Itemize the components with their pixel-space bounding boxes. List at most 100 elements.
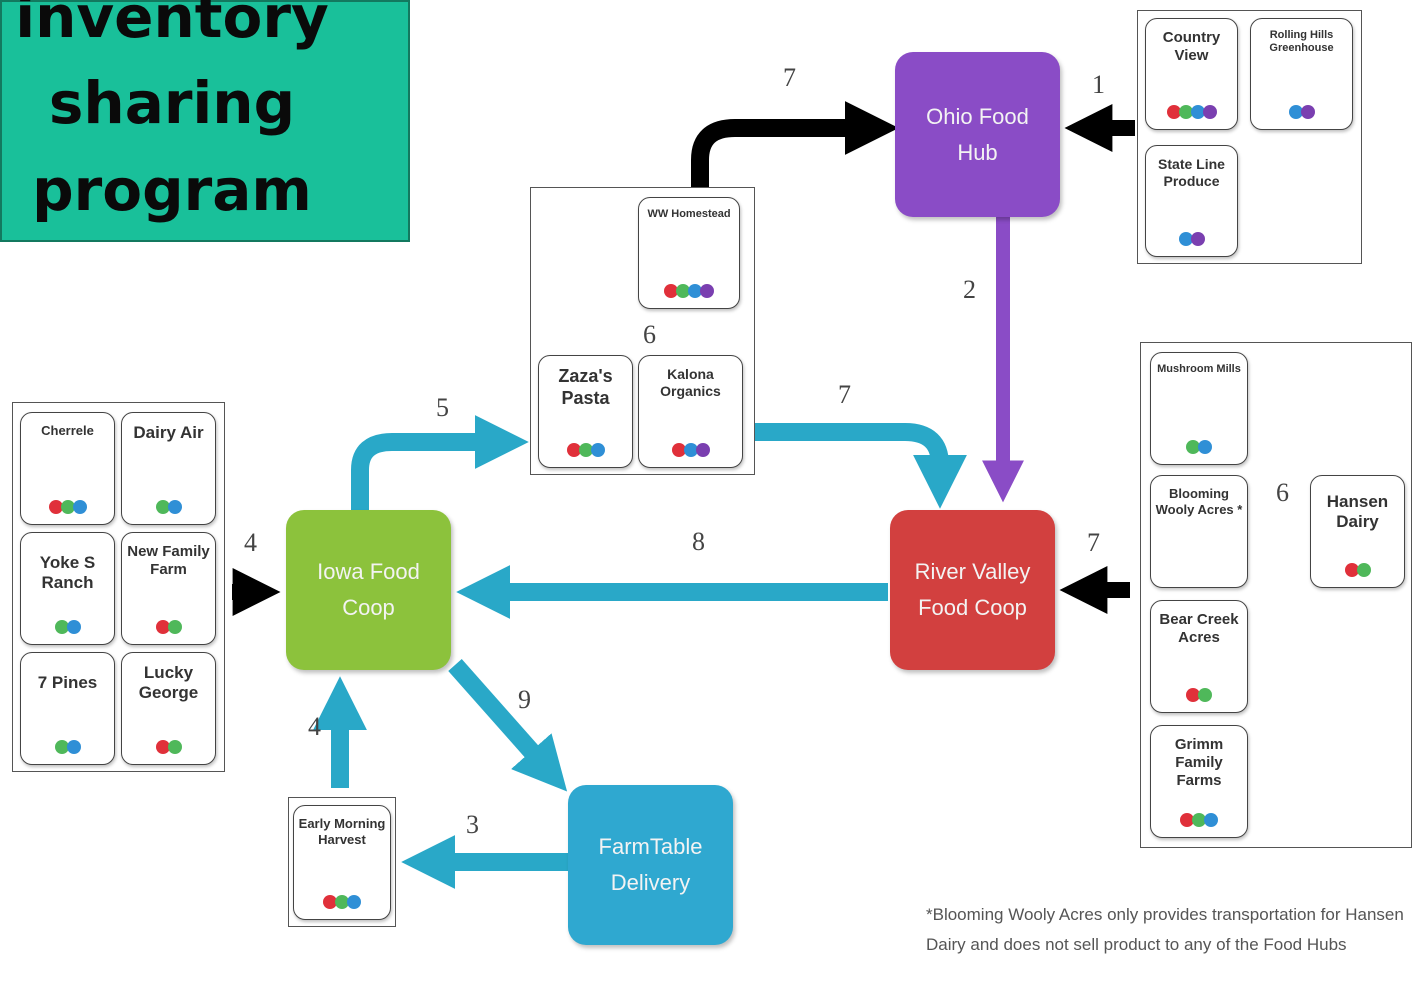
product-dot-blue bbox=[66, 620, 81, 634]
product-dot-green bbox=[335, 895, 349, 909]
product-dot-red bbox=[1186, 688, 1200, 702]
product-dot-red bbox=[671, 443, 686, 457]
product-dot-red bbox=[1344, 563, 1359, 577]
product-dot-blue bbox=[688, 284, 702, 298]
product-dots bbox=[122, 500, 215, 514]
product-dots bbox=[122, 740, 215, 754]
farm-name: Lucky George bbox=[138, 663, 199, 703]
route-label: 7 bbox=[838, 380, 851, 409]
hub-iowa-label: Iowa Food Coop bbox=[317, 559, 420, 620]
product-dot-green bbox=[676, 284, 690, 298]
farm-card: Hansen Dairy bbox=[1310, 475, 1405, 588]
product-dots bbox=[21, 500, 114, 514]
title-line-2: sharing bbox=[48, 69, 296, 137]
farm-name: Yoke S Ranch bbox=[39, 553, 96, 593]
product-dot-purple bbox=[1300, 105, 1315, 119]
farm-card: Mushroom Mills bbox=[1150, 352, 1248, 465]
arrow-iowa-to-zaza bbox=[351, 415, 529, 510]
product-dots bbox=[21, 740, 114, 754]
farm-name: Blooming Wooly Acres * bbox=[1155, 486, 1243, 517]
farm-name: Mushroom Mills bbox=[1157, 363, 1241, 375]
farm-card: 7 Pines bbox=[20, 652, 115, 765]
farm-name: Country View bbox=[1162, 29, 1221, 64]
product-dot-purple bbox=[1202, 105, 1217, 119]
product-dot-blue bbox=[72, 500, 87, 514]
farm-name: Grimm Family Farms bbox=[1174, 736, 1224, 789]
product-dots bbox=[1151, 440, 1247, 454]
route-label: 7 bbox=[1087, 528, 1100, 557]
farm-name: New Family Farm bbox=[127, 543, 210, 578]
route-label: 3 bbox=[466, 810, 479, 839]
farm-name: Rolling Hills Greenhouse bbox=[1269, 29, 1334, 55]
product-dot-blue bbox=[590, 443, 605, 457]
product-dot-red bbox=[155, 620, 170, 634]
hub-farmtable-label: FarmTable Delivery bbox=[598, 834, 703, 895]
farm-card: Yoke S Ranch bbox=[20, 532, 115, 645]
product-dot-blue bbox=[1178, 232, 1193, 246]
farm-card: WW Homestead bbox=[638, 197, 740, 309]
farm-name: Kalona Organics bbox=[660, 366, 721, 399]
arrow-iowa-to-farmtable bbox=[448, 659, 568, 792]
farm-card: Kalona Organics bbox=[638, 355, 743, 468]
title-line-3: program bbox=[32, 156, 312, 224]
farm-card: Rolling Hills Greenhouse bbox=[1250, 18, 1353, 130]
product-dot-green bbox=[1178, 105, 1193, 119]
product-dot-green bbox=[1198, 688, 1212, 702]
product-dot-green bbox=[54, 620, 69, 634]
product-dot-red bbox=[155, 740, 170, 754]
product-dot-purple bbox=[700, 284, 714, 298]
route-label: 5 bbox=[436, 393, 449, 422]
farm-name: Dairy Air bbox=[133, 423, 204, 442]
product-dot-green bbox=[167, 620, 182, 634]
farm-name: Hansen Dairy bbox=[1326, 492, 1389, 532]
product-dot-blue bbox=[683, 443, 698, 457]
route-label: 9 bbox=[518, 685, 531, 714]
arrow-ww-to-ohio bbox=[691, 101, 899, 190]
product-dot-green bbox=[1356, 563, 1371, 577]
product-dot-red bbox=[323, 895, 337, 909]
farm-card: Cherrele bbox=[20, 412, 115, 525]
farm-name: 7 Pines bbox=[37, 673, 98, 692]
hub-iowa-food-coop: Iowa Food Coop bbox=[286, 510, 451, 670]
farm-card: Early Morning Harvest bbox=[293, 805, 391, 920]
product-dot-blue bbox=[1288, 105, 1303, 119]
product-dots bbox=[539, 443, 632, 457]
product-dot-red bbox=[48, 500, 63, 514]
product-dots bbox=[639, 443, 742, 457]
product-dot-green bbox=[60, 500, 75, 514]
route-label: 7 bbox=[783, 63, 796, 92]
title-line-1: inventory bbox=[15, 0, 329, 51]
product-dot-blue bbox=[1204, 813, 1218, 827]
product-dot-green bbox=[1186, 440, 1200, 454]
farm-card: Dairy Air bbox=[121, 412, 216, 525]
farm-card: New Family Farm bbox=[121, 532, 216, 645]
farm-name: State Line Produce bbox=[1158, 156, 1225, 189]
farm-name: WW Homestead bbox=[647, 208, 731, 220]
route-label: 2 bbox=[963, 275, 976, 304]
product-dot-red bbox=[664, 284, 678, 298]
hub-ohio-label: Ohio Food Hub bbox=[926, 103, 1029, 165]
route-label: 4 bbox=[308, 712, 321, 741]
hub-ohio-food-hub: Ohio Food Hub bbox=[895, 52, 1060, 217]
product-dot-green bbox=[167, 740, 182, 754]
farm-name: Zaza's Pasta bbox=[558, 366, 613, 408]
product-dots bbox=[294, 895, 390, 909]
product-dots bbox=[1146, 105, 1237, 119]
footnote: *Blooming Wooly Acres only provides tran… bbox=[926, 905, 1404, 954]
route-label: 4 bbox=[244, 528, 257, 557]
product-dots bbox=[21, 620, 114, 634]
route-label: 6 bbox=[1276, 478, 1289, 507]
route-label: 1 bbox=[1092, 70, 1105, 99]
hub-river-label: River Valley Food Coop bbox=[914, 559, 1031, 620]
product-dot-red bbox=[1166, 105, 1181, 119]
farm-card: Country View bbox=[1145, 18, 1238, 130]
farm-card: Zaza's Pasta bbox=[538, 355, 633, 468]
farm-card: State Line Produce bbox=[1145, 145, 1238, 257]
hub-farmtable-delivery: FarmTable Delivery bbox=[568, 785, 733, 945]
farm-card: Lucky George bbox=[121, 652, 216, 765]
farm-name: Bear Creek Acres bbox=[1159, 611, 1239, 646]
product-dots bbox=[1146, 232, 1237, 246]
route-label: 6 bbox=[643, 320, 656, 349]
hub-river-valley-food-coop: River Valley Food Coop bbox=[890, 510, 1055, 670]
